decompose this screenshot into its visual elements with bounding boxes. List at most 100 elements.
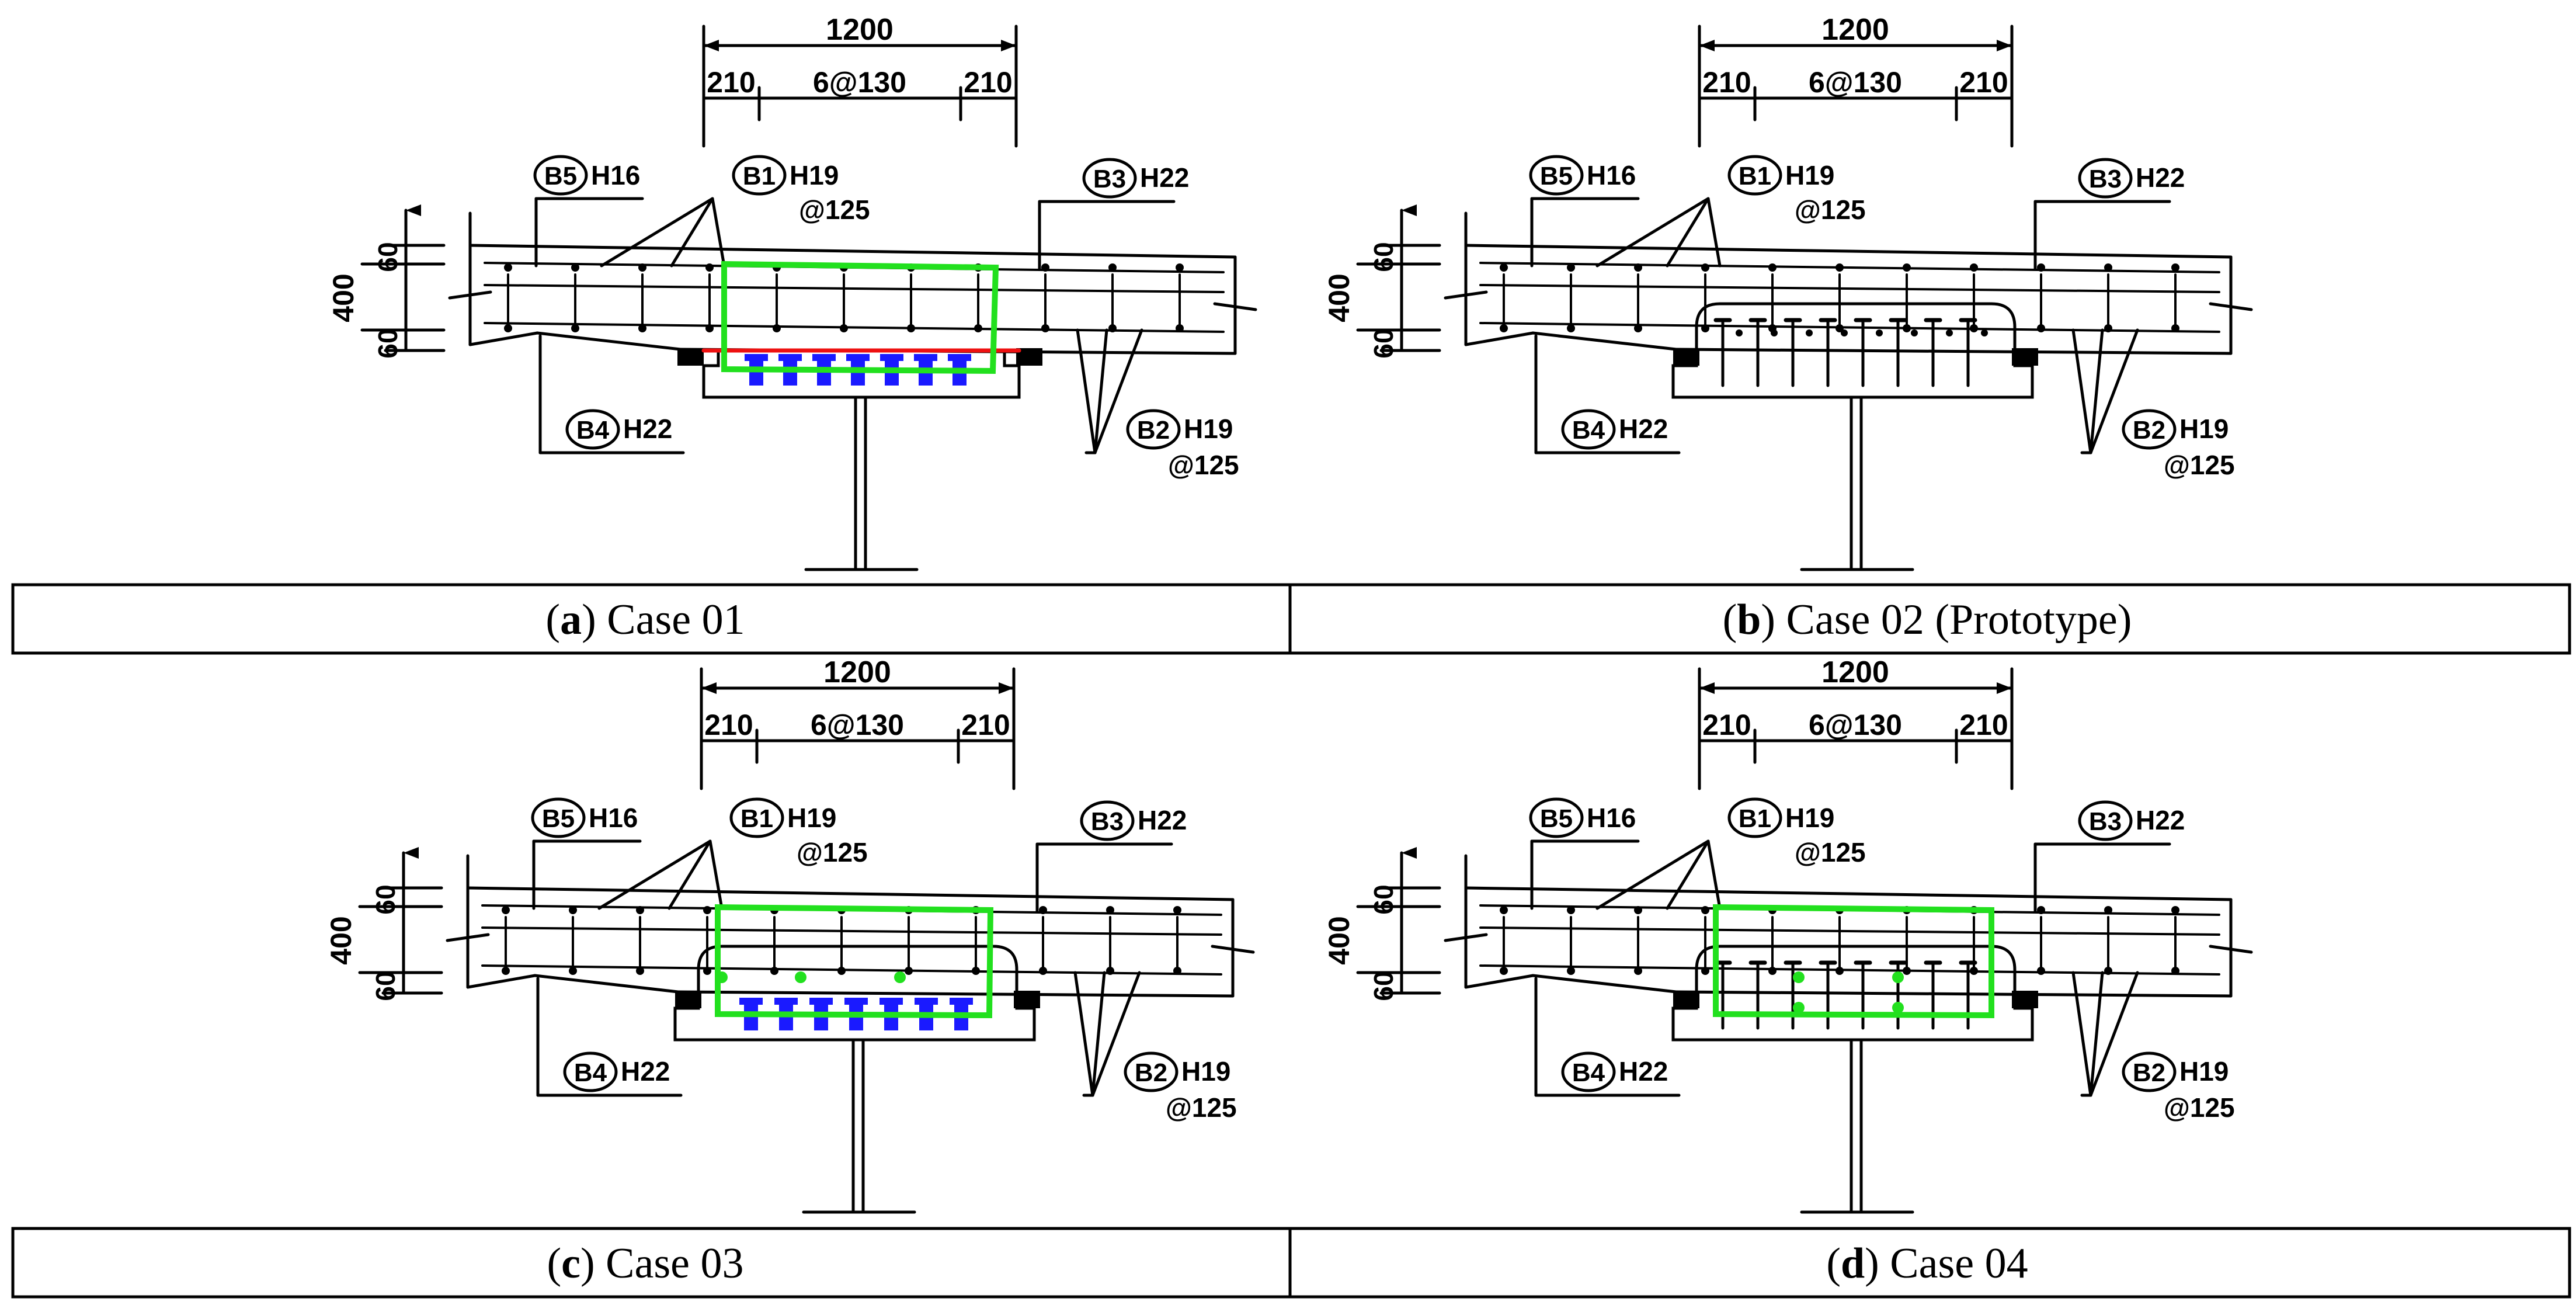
dim-edge-right-text: 210 bbox=[964, 66, 1012, 99]
tag-b1-size: H19 bbox=[1785, 160, 1834, 190]
shear-stud-head bbox=[809, 998, 833, 1005]
slab-soffit-left bbox=[1531, 331, 1678, 351]
dimension-arrow bbox=[1402, 847, 1417, 859]
rebar-dot bbox=[2104, 324, 2112, 332]
dimension-arrow bbox=[1997, 682, 2012, 694]
rebar-dot bbox=[1173, 906, 1181, 914]
shear-stud-head bbox=[739, 998, 763, 1005]
leader-b2-2 bbox=[1091, 971, 1106, 1097]
rebar-dot bbox=[972, 967, 980, 975]
shear-stud-head bbox=[914, 354, 937, 361]
rebar-dot bbox=[571, 324, 579, 332]
break-symbol-left bbox=[1444, 290, 1488, 300]
dimension-arrow bbox=[1699, 682, 1715, 694]
tag-b4-size: H22 bbox=[1619, 414, 1668, 444]
tag-b4: B4 bbox=[574, 1058, 607, 1087]
shear-stud-head bbox=[778, 354, 802, 361]
dim-cover-top-text: 60 bbox=[1368, 884, 1399, 914]
rebar-dot bbox=[1634, 324, 1642, 332]
tag-b1-pitch: @125 bbox=[799, 195, 870, 225]
rebar-dot bbox=[1108, 324, 1117, 332]
slab-soffit-left bbox=[533, 974, 680, 994]
dim-cover-bot-text: 60 bbox=[373, 328, 403, 358]
rebar-dot bbox=[1634, 906, 1642, 914]
tag-b2-size: H19 bbox=[1184, 414, 1233, 444]
tag-b5-size: H16 bbox=[591, 160, 640, 190]
rebar-dot bbox=[1500, 967, 1508, 975]
rebar-dot bbox=[1106, 967, 1114, 975]
slab-top bbox=[468, 244, 1237, 259]
dim-spacing-text: 6@130 bbox=[813, 66, 906, 99]
tag-b3-size: H22 bbox=[2136, 805, 2185, 835]
rebar-dot bbox=[504, 263, 512, 272]
rebar-dot bbox=[1835, 967, 1844, 975]
caption-d: (d) Case 04 bbox=[1826, 1240, 2028, 1287]
tag-b1-pitch: @125 bbox=[1795, 195, 1866, 225]
rebar-dot bbox=[2104, 906, 2112, 914]
rebar-dot bbox=[2037, 324, 2045, 332]
dim-depth-text: 400 bbox=[325, 916, 357, 964]
leader-b2-1 bbox=[1076, 328, 1097, 454]
slab-soffit-left bbox=[536, 331, 682, 351]
leader-b1-1 bbox=[600, 197, 714, 268]
leader-b2-1 bbox=[2071, 971, 2092, 1097]
tag-b4-circle bbox=[1561, 1051, 1616, 1092]
dim-cover-top-text: 60 bbox=[373, 242, 403, 272]
top-rebar-layer-2 bbox=[1479, 284, 2220, 293]
rebar-dot bbox=[1500, 324, 1508, 332]
rebar-dot bbox=[1567, 263, 1575, 272]
tag-b1-size: H19 bbox=[787, 803, 836, 833]
rebar-dot bbox=[1634, 263, 1642, 272]
tag-b4: B4 bbox=[576, 416, 610, 445]
rebar-dot bbox=[1970, 324, 1978, 332]
leader-b1-3 bbox=[711, 197, 726, 268]
tag-b3: B3 bbox=[1093, 165, 1126, 193]
dimension-arrow bbox=[701, 682, 717, 694]
tag-b2-size: H19 bbox=[2179, 414, 2229, 444]
rebar-dot bbox=[1039, 967, 1047, 975]
rebar-dot bbox=[705, 324, 714, 332]
tag-b1-circle bbox=[1727, 797, 1782, 838]
panel-rebar-dot bbox=[1981, 329, 1988, 336]
rebar-dot bbox=[1634, 967, 1642, 975]
tag-b5-size: H16 bbox=[1587, 803, 1636, 833]
rebar-dot bbox=[1039, 906, 1047, 914]
rebar-dot bbox=[1768, 263, 1777, 272]
precast-panel bbox=[1671, 302, 2034, 399]
dim-edge-left-text: 210 bbox=[1702, 709, 1751, 741]
tag-b4-circle bbox=[1561, 409, 1616, 450]
dim-edge-right-text: 210 bbox=[961, 709, 1010, 741]
leader-b2-2 bbox=[2089, 328, 2104, 454]
tag-b2: B2 bbox=[2133, 416, 2165, 445]
tag-b3-size: H22 bbox=[2136, 162, 2185, 193]
rebar-dot bbox=[703, 906, 711, 914]
bottom-rebar-layer bbox=[484, 322, 1225, 333]
tag-b3-circle bbox=[1080, 800, 1135, 841]
rebar-dot bbox=[905, 967, 913, 975]
highlight-dot bbox=[1793, 971, 1805, 983]
dim-overall-text: 1200 bbox=[1821, 655, 1889, 689]
leader-b2-3 bbox=[1093, 328, 1143, 454]
dim-overall-text: 1200 bbox=[1821, 13, 1889, 47]
tag-b3-circle bbox=[2078, 158, 2133, 199]
panel-rebar-dot bbox=[1771, 329, 1778, 336]
tag-b5-circle bbox=[1529, 155, 1584, 196]
dim-edge-left-text: 210 bbox=[704, 709, 753, 741]
rebar-dot bbox=[636, 967, 644, 975]
rebar-dot bbox=[636, 906, 644, 914]
highlight-dot bbox=[716, 971, 728, 983]
break-symbol-left bbox=[448, 290, 492, 300]
slab-haunch-left bbox=[1464, 974, 1535, 989]
rebar-dot bbox=[1108, 263, 1117, 272]
top-rebar-layer-2 bbox=[484, 284, 1225, 293]
rebar-dot bbox=[703, 967, 711, 975]
rebar-dot bbox=[2037, 967, 2045, 975]
tag-b2-pitch: @125 bbox=[2164, 1092, 2235, 1123]
haunch-outline bbox=[702, 349, 1021, 399]
rebar-dot bbox=[638, 263, 646, 272]
tag-b4-size: H22 bbox=[623, 414, 672, 444]
tag-b2: B2 bbox=[2133, 1058, 2165, 1087]
